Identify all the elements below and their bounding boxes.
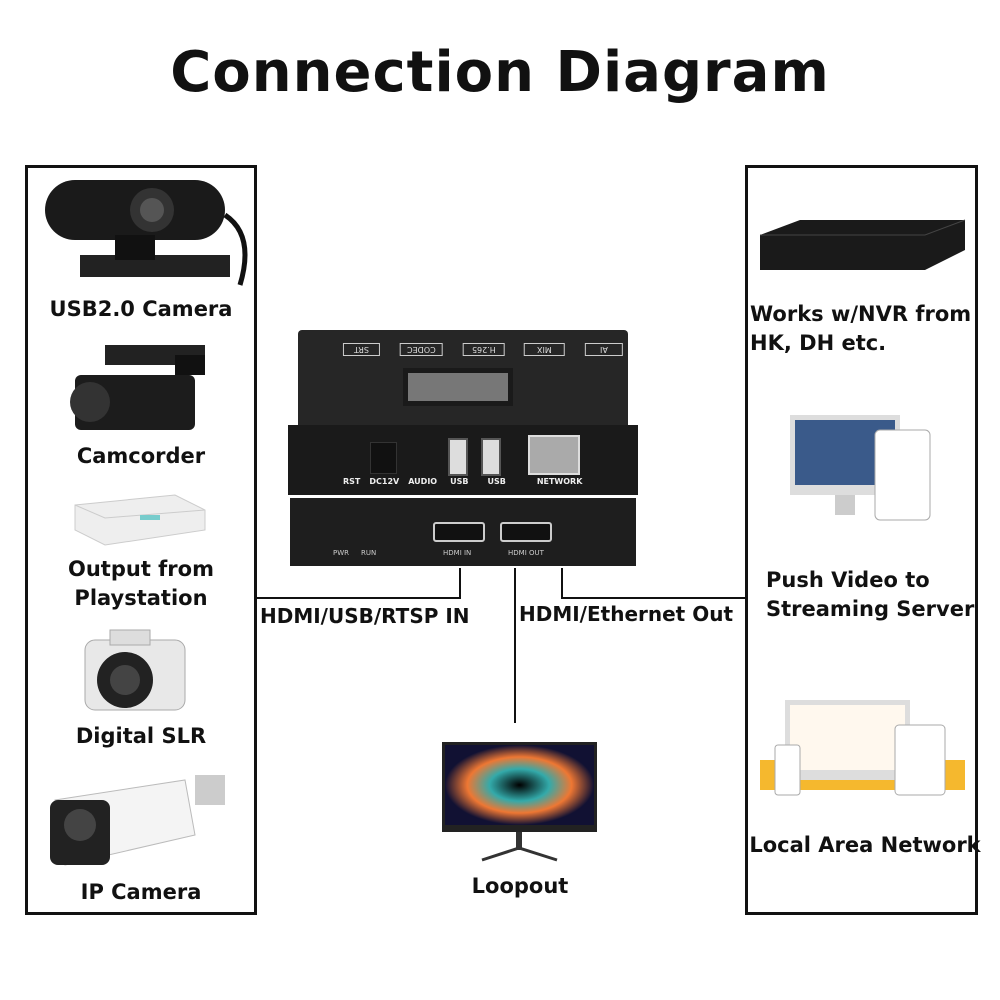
label-network: NETWORK [536,477,583,486]
ethernet-port-icon [528,435,580,475]
webcam-icon [45,180,248,286]
monitor-icon [442,742,597,862]
output-connector-line [561,597,746,599]
lcd-display [403,368,513,406]
dc-jack-icon [370,442,397,474]
hdmi-in-port-icon [433,522,485,542]
input-label-usb-camera: USB2.0 Camera [49,297,233,321]
usb-port-icon [481,438,501,476]
input-connector-line [459,568,461,599]
output-label-lan: Local Area Network [749,833,981,857]
lan-devices-icon [760,700,965,796]
button-mix: MIX [524,343,566,356]
input-label-playstation: Output from Playstation [68,557,214,610]
dslr-icon [84,629,186,711]
usb-port-icon [448,438,468,476]
button-h265: H.265 [462,343,505,356]
label-run: RUN [361,549,377,557]
button-codec: CODEC [399,343,443,356]
input-label-camcorder: Camcorder [76,444,206,468]
ip-camera-icon [50,775,225,866]
label-rst: RST [343,477,361,486]
label-audio: AUDIO [408,477,438,486]
input-connection-label: HDMI/USB/RTSP IN [260,604,470,628]
input-label-ip-camera: IP Camera [80,880,202,904]
loopout-connector-line [514,568,516,723]
streaming-screens-icon [790,415,931,521]
output-label-streaming: Push Video to Streaming Server [766,568,975,621]
label-usb: USB [487,477,506,486]
input-sources-panel [25,165,257,915]
loopout-label: Loopout [471,874,569,898]
button-srt: SRT [343,343,380,356]
top-buttons: SRT CODEC H.265 MIX AI [343,343,623,356]
input-label-dslr: Digital SLR [75,724,207,748]
label-dc12v: DC12V [369,477,400,486]
button-ai: AI [585,343,623,356]
label-hdmi-in: HDMI IN [443,549,472,557]
encoder-device: SRT CODEC H.265 MIX AI RST DC12V AUDIO U… [288,330,638,570]
label-pwr: PWR [333,549,350,557]
output-connector-line [561,568,563,599]
output-label-nvr: Works w/NVR from HK, DH etc. [750,302,972,355]
camcorder-icon [70,345,205,430]
hdmi-out-port-icon [500,522,552,542]
label-hdmi-out: HDMI OUT [508,549,544,557]
output-targets-panel [745,165,978,915]
input-connector-line [257,597,461,599]
label-usb: USB [450,477,469,486]
nvr-icon [760,219,966,270]
page-title: Connection Diagram [170,40,830,105]
console-icon [74,494,206,546]
output-connection-label: HDMI/Ethernet Out [519,602,734,626]
